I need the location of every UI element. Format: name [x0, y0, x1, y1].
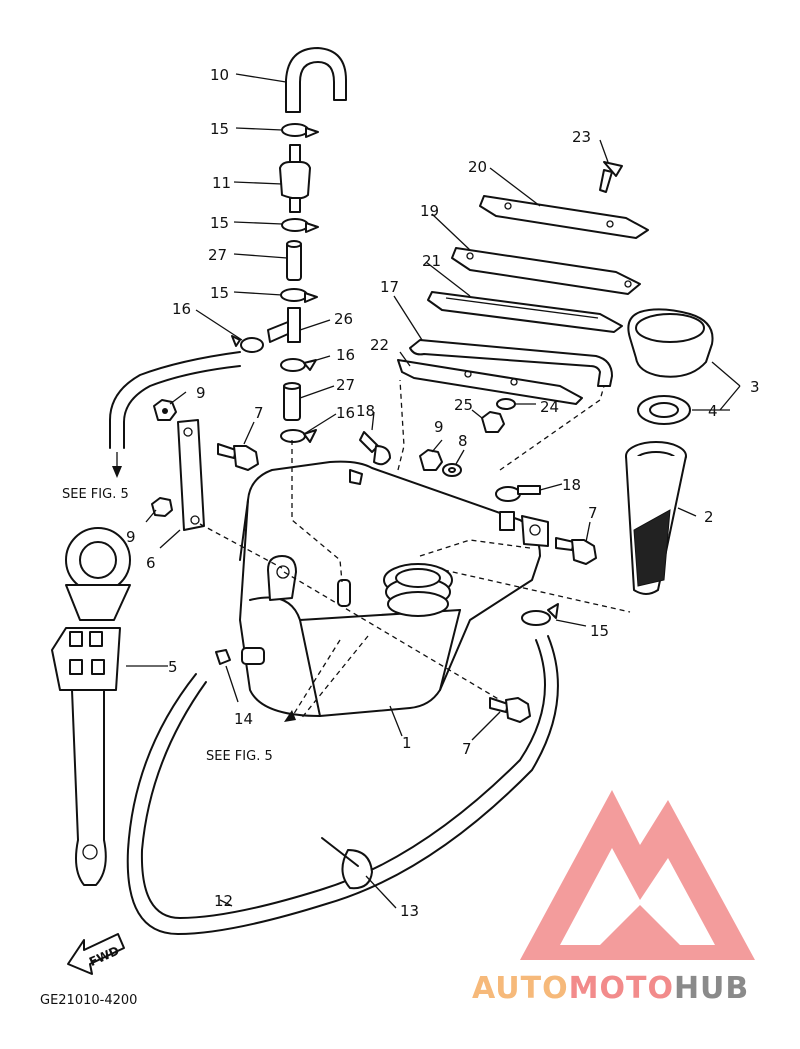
part-15-clamp-2 — [281, 218, 319, 233]
part-7-bolt-upper — [217, 443, 259, 471]
part-16-clamp-lower — [280, 429, 317, 443]
part-9-nut-right — [419, 449, 443, 471]
label-6: 6 — [146, 554, 156, 572]
part-16-clamp-mid — [280, 358, 317, 372]
label-15: 15 — [210, 284, 229, 302]
label-7: 7 — [462, 740, 472, 758]
label-9: 9 — [196, 384, 206, 402]
watermark-text: AUTOMOTOHUB — [472, 971, 749, 1006]
label-9: 9 — [126, 528, 136, 546]
part-24-washer — [496, 398, 516, 410]
part-22-bracket — [397, 359, 583, 405]
part-26-t-joint — [267, 307, 301, 343]
part-10-vent-hose — [285, 47, 347, 113]
part-19-plate — [451, 247, 641, 295]
label-16: 16 — [336, 404, 355, 422]
watermark-auto: AUTO — [472, 971, 569, 1006]
part-13-hose-clip — [321, 837, 373, 890]
label-3: 3 — [750, 378, 760, 396]
label-18: 18 — [562, 476, 581, 494]
part-20-cover — [479, 195, 649, 239]
label-22: 22 — [370, 336, 389, 354]
label-27: 27 — [336, 376, 355, 394]
part-15-clamp-3 — [280, 288, 318, 303]
label-7: 7 — [588, 504, 598, 522]
part-16-clamp-left — [231, 335, 264, 353]
label-25: 25 — [454, 396, 473, 414]
part-14-hose-elbow — [215, 647, 265, 665]
label-24: 24 — [540, 398, 559, 416]
label-23: 23 — [572, 128, 591, 146]
label-9: 9 — [434, 418, 444, 436]
label-27: 27 — [208, 246, 227, 264]
part-15-clamp-top — [281, 123, 319, 138]
label-1: 1 — [402, 734, 412, 752]
hose-to-fig5 — [109, 351, 241, 478]
part-7-bolt-lower — [489, 697, 531, 723]
label-15: 15 — [590, 622, 609, 640]
watermark-logo — [520, 790, 755, 960]
part-11-fuel-filter — [279, 144, 311, 213]
part-18-screw-right — [495, 485, 541, 502]
part-3-fuel-cap — [627, 308, 714, 378]
label-20: 20 — [468, 158, 487, 176]
label-15: 15 — [210, 120, 229, 138]
part-23-screw — [599, 161, 623, 193]
part-number-labels: 10 15 11 15 27 15 16 26 16 27 16 9 7 9 6… — [126, 66, 760, 920]
part-6-bracket — [177, 419, 205, 531]
label-19: 19 — [420, 202, 439, 220]
label-21: 21 — [422, 252, 441, 270]
label-14: 14 — [234, 710, 253, 728]
part-12-fuel-hose — [126, 635, 559, 935]
part-8-washer — [442, 463, 462, 477]
part-27-pipe-lower — [283, 382, 301, 421]
label-8: 8 — [458, 432, 468, 450]
fwd-arrow-icon: FWD — [67, 933, 125, 975]
label-5: 5 — [168, 658, 178, 676]
label-4: 4 — [708, 402, 718, 420]
part-21-gasket — [427, 291, 623, 333]
label-2: 2 — [704, 508, 714, 526]
watermark-moto: MOTO — [569, 971, 674, 1006]
label-16: 16 — [336, 346, 355, 364]
label-17: 17 — [380, 278, 399, 296]
see-fig-note-lower: SEE FIG. 5 — [206, 749, 273, 764]
part-15-clamp-tank — [521, 603, 559, 626]
leader-lines — [126, 73, 741, 909]
label-15: 15 — [210, 214, 229, 232]
see-fig-note-upper: SEE FIG. 5 — [62, 487, 129, 502]
label-12: 12 — [214, 892, 233, 910]
label-26: 26 — [334, 310, 353, 328]
label-7: 7 — [254, 404, 264, 422]
drawing-code: GE21010-4200 — [40, 993, 137, 1008]
watermark-hub: HUB — [674, 971, 749, 1006]
label-10: 10 — [210, 66, 229, 84]
part-18-screw-left — [359, 431, 391, 466]
part-4-cap-gasket — [637, 395, 691, 425]
part-25-nut — [481, 411, 505, 433]
part-27-pipe-upper — [286, 240, 302, 281]
part-9-nut-upper — [153, 399, 177, 421]
label-16: 16 — [172, 300, 191, 318]
part-5-tank-strap — [51, 527, 131, 886]
label-11: 11 — [212, 174, 231, 192]
part-17-breather-hose — [409, 339, 613, 387]
label-13: 13 — [400, 902, 419, 920]
part-2-fuel-strainer — [625, 441, 687, 595]
part-7-bolt-right — [555, 537, 597, 565]
label-18: 18 — [356, 402, 375, 420]
part-9-nut-mid — [151, 497, 173, 517]
